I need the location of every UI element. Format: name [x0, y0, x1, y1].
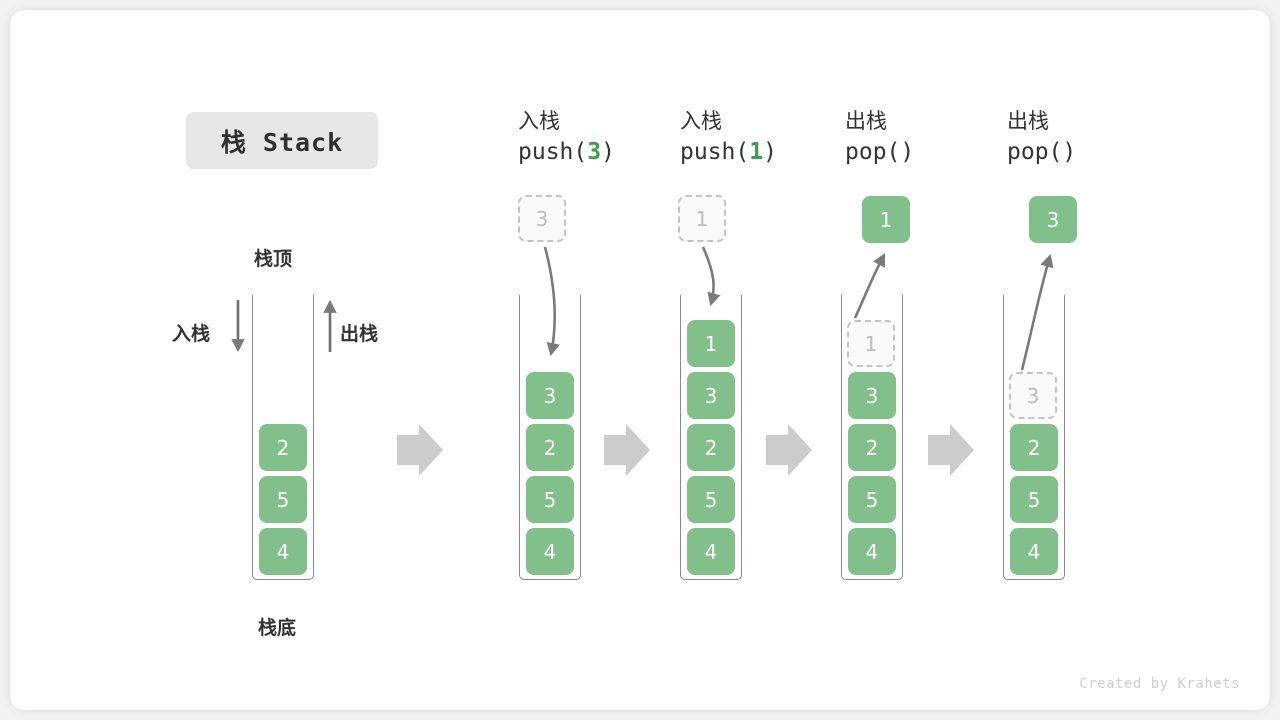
popped-value-box: 3 [1029, 196, 1077, 243]
stack-cell: 3 [526, 372, 574, 419]
stack-cell: 5 [848, 476, 896, 523]
step-header-code: pop() [845, 136, 914, 168]
stack-cell: 2 [1010, 424, 1058, 471]
label-stack-top: 栈顶 [254, 249, 293, 270]
stack-container-pop-1 [841, 295, 903, 580]
step-header-cn: 入栈 [518, 109, 560, 133]
stack-cell: 3 [687, 372, 735, 419]
stack-cell: 5 [526, 476, 574, 523]
code-suffix: ) [601, 139, 615, 165]
step-header-pop-2: 出栈 pop() [1007, 106, 1076, 168]
floating-value-box: 1 [678, 195, 726, 242]
code-prefix: pop( [1007, 139, 1063, 165]
stack-cell: 4 [848, 528, 896, 575]
step-header-push-1: 入栈 push(1) [680, 106, 777, 168]
stack-cell: 5 [687, 476, 735, 523]
stack-cell: 1 [687, 320, 735, 367]
code-suffix: ) [900, 139, 915, 165]
stack-cell-ghost: 3 [1009, 372, 1057, 419]
stack-cell: 2 [526, 424, 574, 471]
step-header-code: push(1) [680, 136, 777, 168]
code-prefix: push( [518, 139, 588, 165]
stack-cell: 2 [848, 424, 896, 471]
stack-container-initial [252, 295, 314, 580]
label-stack-bottom: 栈底 [258, 618, 297, 639]
step-header-cn: 入栈 [680, 109, 722, 133]
stack-cell: 4 [1010, 528, 1058, 575]
popped-value-box: 1 [862, 196, 910, 243]
stack-cell: 5 [1010, 476, 1058, 523]
code-prefix: pop( [845, 139, 901, 165]
step-header-pop-1: 出栈 pop() [845, 106, 914, 168]
label-pop-direction: 出栈 [340, 324, 379, 345]
stack-cell: 2 [687, 424, 735, 471]
stack-cell: 4 [259, 528, 307, 575]
step-header-cn: 出栈 [1007, 109, 1049, 133]
stack-cell-ghost: 1 [847, 320, 895, 367]
step-header-cn: 出栈 [845, 109, 887, 133]
stack-container-pop-2 [1003, 295, 1065, 580]
stack-cell: 3 [848, 372, 896, 419]
stack-container-push-1 [680, 295, 742, 580]
code-arg: 1 [749, 139, 764, 165]
step-header-push-3: 入栈 push(3) [518, 106, 615, 168]
step-header-code: push(3) [518, 136, 615, 168]
stack-container-push-3 [519, 295, 581, 580]
diagram-title-badge: 栈 Stack [186, 112, 378, 169]
stack-cell: 4 [526, 528, 574, 575]
stack-cell: 5 [259, 476, 307, 523]
stack-cell: 4 [687, 528, 735, 575]
floating-value-box: 3 [518, 195, 566, 242]
code-suffix: ) [1062, 139, 1077, 165]
code-arg: 3 [587, 139, 602, 165]
step-header-code: pop() [1007, 136, 1076, 168]
watermark: Created by Krahets [1079, 676, 1240, 692]
stack-cell: 2 [259, 424, 307, 471]
code-suffix: ) [763, 139, 777, 165]
label-push-direction: 入栈 [172, 324, 211, 345]
code-prefix: push( [680, 139, 750, 165]
